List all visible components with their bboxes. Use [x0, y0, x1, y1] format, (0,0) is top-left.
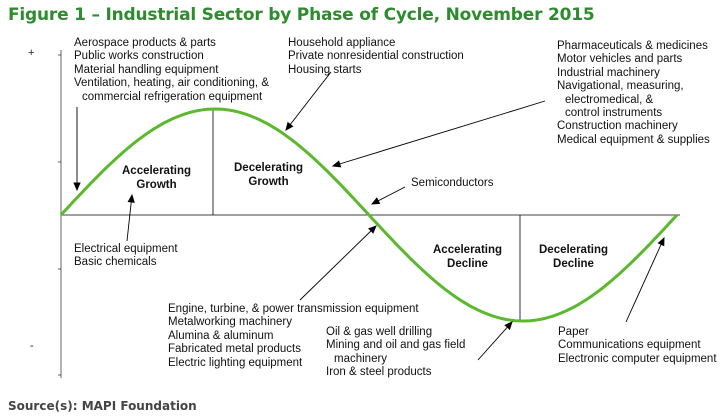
- phase-label-line2: Growth: [136, 179, 177, 191]
- arrow-bottom-mid-head: [504, 321, 513, 330]
- group-top-center: Household appliance Private nonresidenti…: [288, 37, 464, 77]
- arrow-bottom-right-head: [657, 236, 665, 247]
- list-item: electromedical, &: [565, 93, 654, 106]
- list-item: Aerospace products & parts: [74, 37, 216, 49]
- phase-label-line1: Decelerating: [234, 162, 304, 174]
- list-item: Electric lighting equipment: [168, 356, 303, 369]
- list-item: Private nonresidential construction: [288, 50, 464, 63]
- list-item: Motor vehicles and parts: [557, 53, 683, 66]
- phase-label-line1: Decelerating: [539, 244, 609, 256]
- phase-accelerating-decline: Accelerating Decline: [433, 243, 502, 271]
- list-item: Metalworking machinery: [168, 316, 292, 329]
- list-item: Engine, turbine, & power transmission eq…: [168, 303, 419, 315]
- list-item: machinery: [334, 352, 388, 365]
- phase-decelerating-growth: Decelerating Growth: [234, 161, 303, 189]
- arrow-top-center-head: [285, 121, 294, 131]
- list-item: Ventilation, heating, air conditioning, …: [74, 77, 269, 90]
- list-item: Oil & gas well drilling: [326, 326, 433, 338]
- phase-label-line2: Decline: [553, 258, 594, 270]
- list-item: Navigational, measuring,: [557, 80, 684, 93]
- phase-accelerating-growth: Accelerating Growth: [122, 164, 191, 192]
- arrow-semiconductors-head: [370, 197, 381, 205]
- group-semiconductors: Semiconductors: [411, 177, 493, 190]
- arrow-bottom-center: [299, 225, 377, 301]
- cycle-curve: [59, 107, 679, 323]
- list-item: Paper: [558, 326, 589, 338]
- arrow-mid-left-head: [127, 193, 135, 203]
- list-item: Material handling equipment: [74, 63, 219, 76]
- arrow-top-right: [332, 100, 546, 167]
- list-item: Construction machinery: [557, 120, 678, 133]
- arrow-bottom-right: [625, 237, 665, 323]
- arrow-top-left-head: [73, 182, 81, 192]
- list-item: Public works construction: [74, 50, 204, 63]
- list-item: Medical equipment & supplies: [557, 133, 710, 146]
- group-top-right: Pharmaceuticals & medicines Motor vehicl…: [557, 40, 710, 147]
- list-item: Pharmaceuticals & medicines: [557, 40, 708, 52]
- arrow-bottom-center-head: [368, 225, 377, 234]
- list-item: Industrial machinery: [557, 66, 660, 79]
- list-item: Communications equipment: [558, 339, 701, 352]
- arrow-top-center: [285, 71, 332, 131]
- list-item: Mining and oil and gas field: [326, 339, 466, 352]
- group-bottom-center: Engine, turbine, & power transmission eq…: [168, 303, 419, 370]
- group-top-left: Aerospace products & parts Public works …: [74, 37, 269, 104]
- figure-title: Figure 1 – Industrial Sector by Phase of…: [8, 5, 595, 25]
- arrow-bottom-mid: [477, 321, 513, 361]
- phase-label-line1: Accelerating: [433, 244, 503, 256]
- list-item: Housing starts: [288, 63, 362, 76]
- list-item: Fabricated metal products: [168, 343, 301, 356]
- phase-label-line1: Accelerating: [122, 165, 192, 177]
- axis-plus-sign: +: [28, 47, 35, 59]
- group-mid-left: Electrical equipment Basic chemicals: [74, 243, 178, 270]
- phase-label-line2: Decline: [447, 258, 488, 270]
- group-bottom-right: Paper Communications equipment Electroni…: [558, 326, 717, 366]
- list-item: Household appliance: [288, 37, 396, 49]
- axis-minus-sign: -: [30, 340, 34, 352]
- arrows: [73, 71, 665, 361]
- list-item: commercial refrigeration equipment: [82, 90, 263, 103]
- list-item: Alumina & aluminum: [168, 329, 274, 342]
- list-item: Basic chemicals: [74, 256, 157, 269]
- list-item: Electrical equipment: [74, 243, 178, 255]
- source-note: Source(s): MAPI Foundation: [8, 399, 197, 413]
- arrow-top-right-head: [331, 160, 342, 168]
- list-item: Electronic computer equipment: [558, 352, 717, 365]
- list-item: Semiconductors: [411, 177, 494, 189]
- phase-decelerating-decline: Decelerating Decline: [539, 243, 608, 271]
- list-item: Iron & steel products: [326, 366, 432, 379]
- group-bottom-mid: Oil & gas well drilling Mining and oil a…: [326, 326, 465, 380]
- phase-label-line2: Growth: [248, 176, 289, 188]
- list-item: control instruments: [565, 107, 663, 120]
- arrow-mid-left: [126, 194, 133, 242]
